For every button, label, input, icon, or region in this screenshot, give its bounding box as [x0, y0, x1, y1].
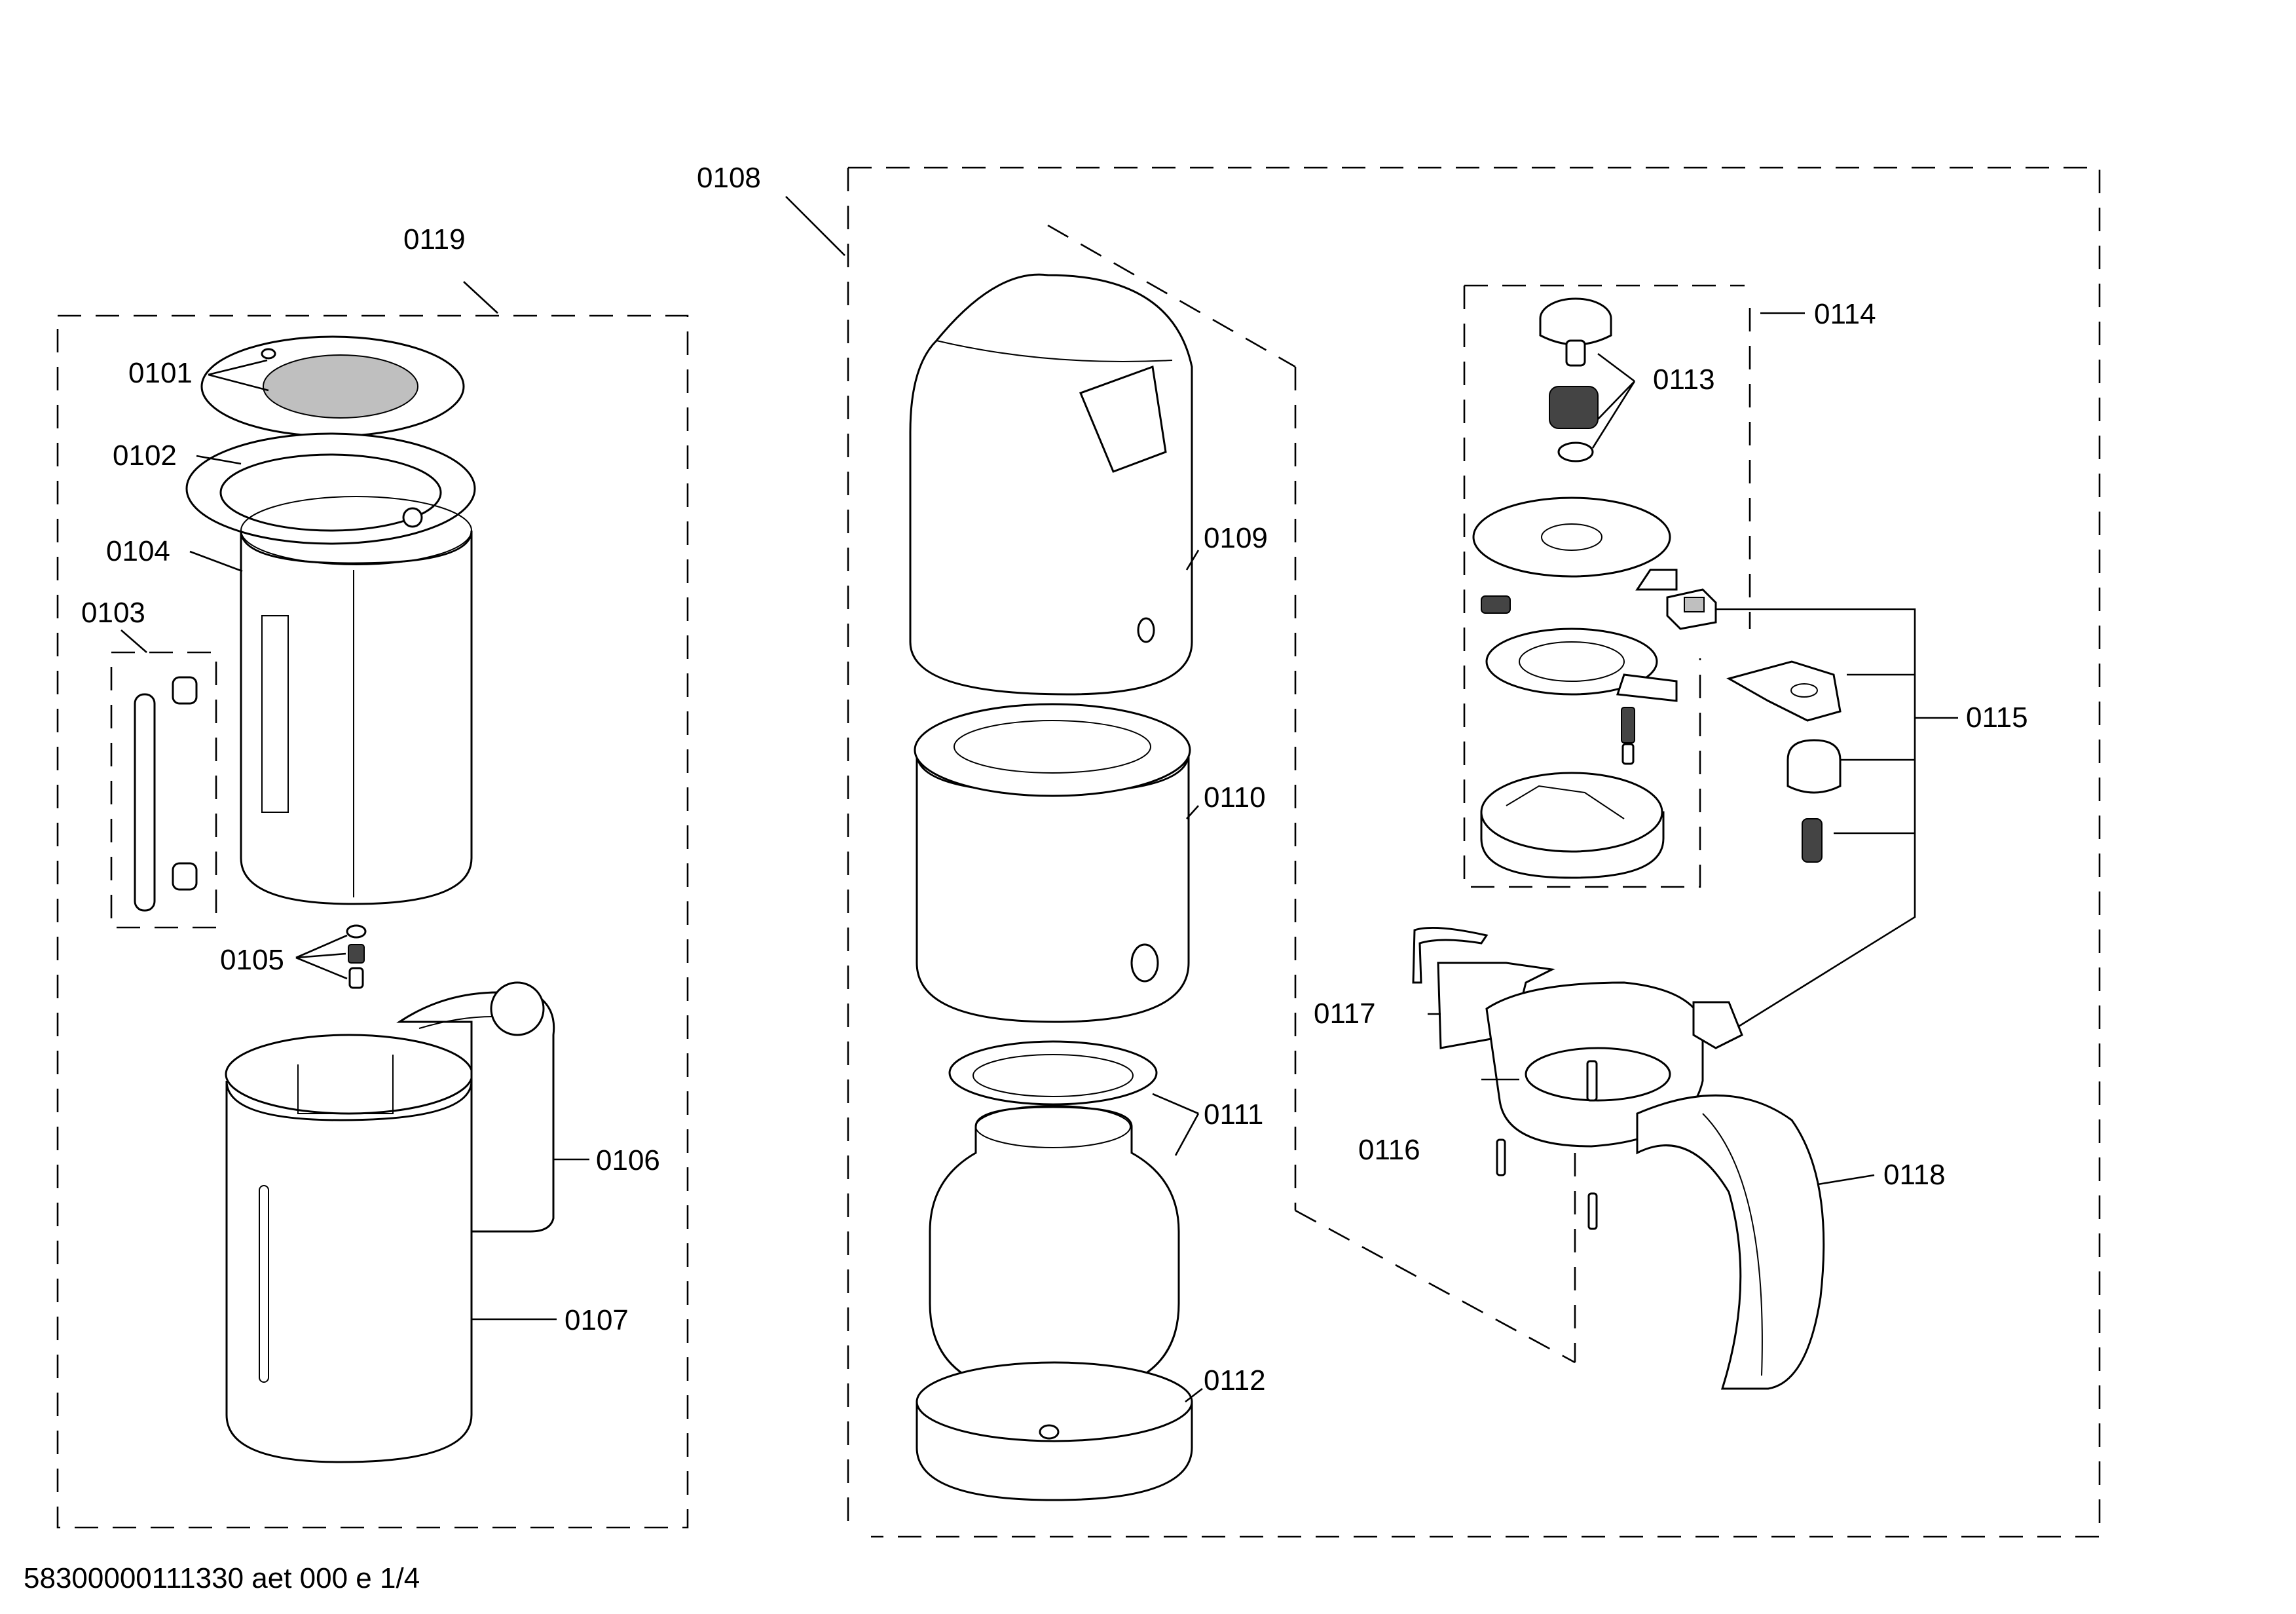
label-0117: 0117 — [1314, 998, 1376, 1030]
label-0102: 0102 — [113, 440, 177, 472]
callout-labels: 0101 0102 0103 0104 0105 0106 0107 0108 … — [81, 162, 2028, 1397]
group-0108-frame — [785, 166, 2101, 1538]
label-0108: 0108 — [697, 162, 761, 194]
seal-ring-part — [948, 1040, 1158, 1106]
label-0109: 0109 — [1204, 522, 1268, 554]
label-0114: 0114 — [1814, 298, 1876, 330]
ring-seal-part — [185, 432, 476, 545]
group-0119-frame — [56, 281, 689, 1529]
filter-lid-part — [200, 335, 465, 438]
label-0118: 0118 — [1883, 1159, 1946, 1191]
group-0115-leaders — [1703, 608, 1958, 1030]
valve-pin-part — [1621, 707, 1635, 765]
valve-knob-part — [1539, 297, 1612, 367]
label-0110: 0110 — [1204, 781, 1266, 814]
leader-lines — [189, 352, 1636, 1403]
label-0101: 0101 — [128, 357, 193, 389]
group-0114-frame — [1463, 284, 1805, 888]
handle-insert-group — [110, 629, 217, 929]
label-0104: 0104 — [106, 535, 170, 567]
label-0107: 0107 — [565, 1304, 629, 1336]
spring-valve-part — [346, 924, 367, 989]
valve-cover-disc-part — [1472, 497, 1678, 591]
label-0103: 0103 — [81, 597, 145, 629]
label-0106: 0106 — [596, 1144, 660, 1176]
label-0116: 0116 — [1358, 1134, 1420, 1166]
push-button-part — [1787, 739, 1842, 794]
handle-grip-0118-part — [1636, 1001, 1875, 1390]
valve-bracket-part — [1481, 595, 1678, 702]
screw-parts — [1496, 1138, 1598, 1230]
inner-cylinder-part — [240, 496, 473, 905]
label-0119: 0119 — [403, 223, 466, 255]
label-0111: 0111 — [1204, 1098, 1263, 1131]
projection-lines — [1047, 224, 1576, 1364]
switch-block-part — [1666, 588, 1717, 630]
label-0105: 0105 — [220, 944, 284, 976]
valve-housing-part — [1480, 772, 1665, 879]
base-plate-part — [916, 1361, 1193, 1501]
water-tank-part — [929, 1105, 1180, 1397]
main-housing-part — [914, 703, 1191, 1023]
top-lid-shell-part — [909, 273, 1193, 696]
handle-frame-0116-part — [1481, 981, 1704, 1148]
button-spring-part — [1802, 818, 1823, 863]
valve-spring-part — [1549, 386, 1599, 462]
jug-handle-part — [396, 981, 555, 1233]
footer-code: 58300000111330 aet 000 e 1/4 — [24, 1562, 420, 1594]
outer-jug-part — [225, 1034, 473, 1463]
contact-bracket-part — [1726, 660, 1842, 722]
label-0112: 0112 — [1204, 1364, 1266, 1397]
label-0113: 0113 — [1653, 364, 1715, 396]
label-0115: 0115 — [1966, 702, 2028, 734]
